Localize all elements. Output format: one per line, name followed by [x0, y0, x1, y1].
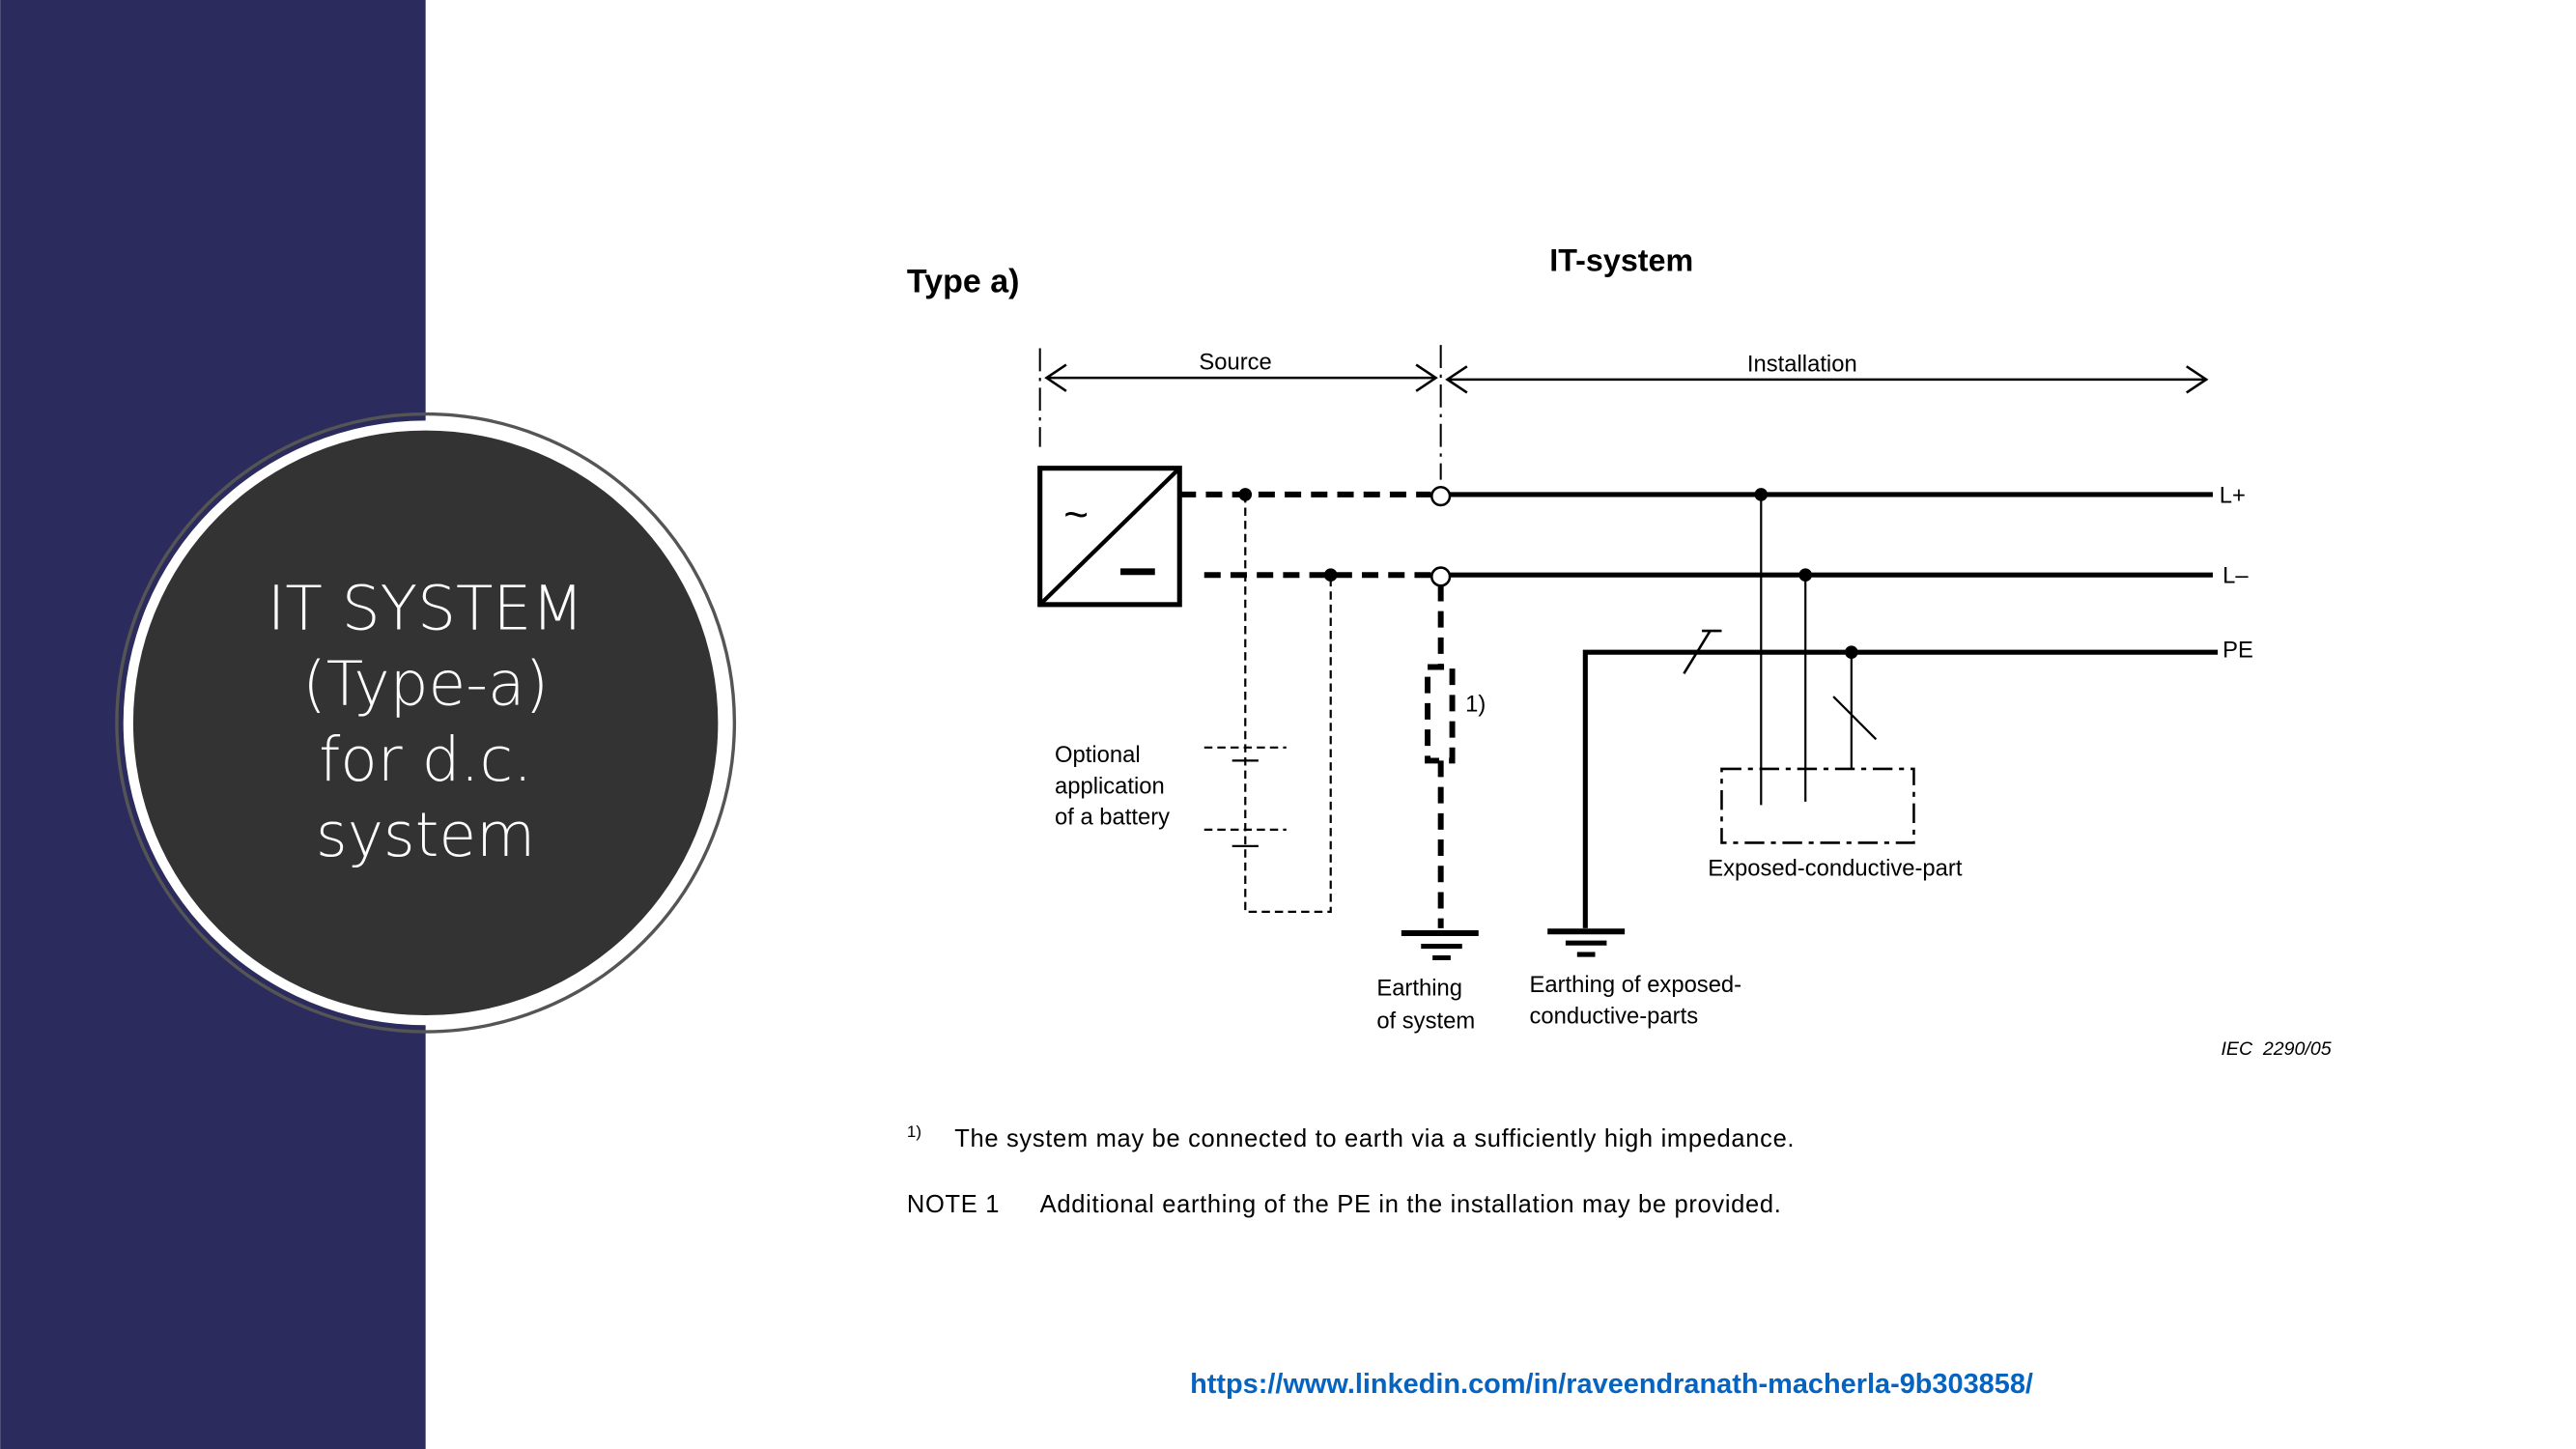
impedance-ref: 1) [1465, 691, 1486, 717]
earthing-exposed-label: conductive-parts [1530, 1004, 1699, 1030]
l-minus-label: L– [2222, 563, 2249, 589]
l-plus-label: L+ [2220, 482, 2246, 508]
system-title: IT-system [1549, 243, 1693, 278]
earthing-system-label: of system [1376, 1009, 1475, 1035]
terminal-icon [1430, 566, 1452, 587]
earth-icon [1547, 928, 1626, 957]
title-line: system [316, 800, 535, 870]
title-line: IT SYSTEM [268, 573, 584, 643]
junction-dot [1323, 568, 1338, 582]
battery-icon [1203, 494, 1332, 913]
pe-line [1582, 649, 2219, 928]
note-label: NOTE 1 [907, 1191, 1000, 1218]
battery-label: of a battery [1055, 805, 1170, 831]
earthing-exposed-label: Earthing of exposed- [1530, 972, 1742, 998]
notes: 1) The system may be connected to earth … [907, 1122, 1795, 1218]
exposed-part-label: Exposed-conductive-part [1708, 855, 1963, 881]
title-circle: IT SYSTEM (Type-a) for d.c. system [115, 412, 737, 1034]
ac-symbol: ~ [1063, 492, 1089, 539]
earthing-system-label: Earthing [1376, 976, 1462, 1002]
source-arrow [1044, 363, 1438, 392]
terminal-icon [1430, 485, 1452, 507]
pe-lead-marker-icon [1832, 696, 1878, 741]
it-system-diagram: Type a) IT-system Source Installation ~ [907, 243, 2332, 1060]
battery-label: Optional [1055, 742, 1141, 768]
note-text: Additional earthing of the PE in the ins… [1040, 1191, 1782, 1218]
battery-label: application [1055, 773, 1165, 799]
impedance-icon [1425, 584, 1456, 928]
figure-ref: IEC 2290/05 [2221, 1038, 2331, 1060]
type-label: Type a) [907, 264, 1020, 300]
ac-dc-converter-icon: ~ [1037, 466, 1182, 608]
footnote-marker: 1) [907, 1122, 921, 1141]
source-label: Source [1199, 350, 1271, 376]
installation-arrow [1445, 365, 2209, 394]
footnote-text: The system may be connected to earth via… [954, 1125, 1795, 1152]
pe-marker-icon [1683, 629, 1722, 674]
exposed-conductive-part [1720, 767, 1915, 844]
title-line: for d.c. [319, 724, 532, 795]
title-line: (Type-a) [302, 649, 549, 720]
pe-label: PE [2222, 637, 2253, 663]
installation-label: Installation [1747, 351, 1857, 377]
earth-icon [1401, 930, 1479, 961]
linkedin-link[interactable]: https://www.linkedin.com/in/raveendranat… [1190, 1369, 2033, 1400]
